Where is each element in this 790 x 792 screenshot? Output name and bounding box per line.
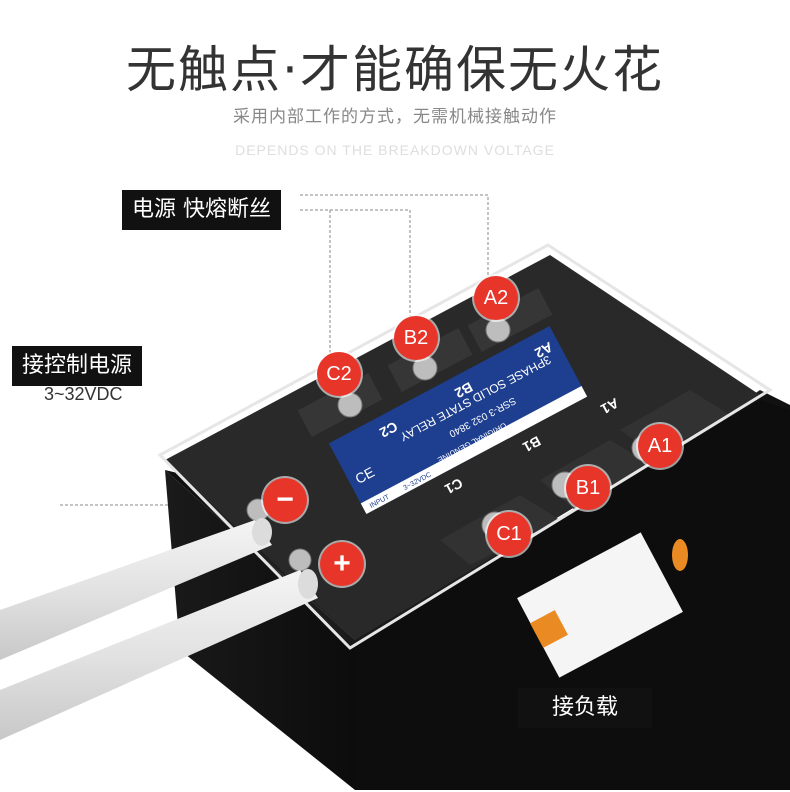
terminal-label-a1: A1 [598, 395, 622, 418]
marker-b1: B1 [566, 466, 610, 510]
relay-body [157, 243, 790, 790]
control-cables [0, 518, 318, 740]
page-subtitle-english: DEPENDS ON THE BREAKDOWN VOLTAGE [235, 142, 555, 158]
terminal-label-c1: C1 [442, 475, 466, 498]
terminal-label-a2: A2 [532, 339, 556, 362]
marker-c2: C2 [317, 352, 361, 396]
marker-a2: A2 [474, 276, 518, 320]
marker-minus: − [263, 478, 307, 522]
marker-c1: C1 [487, 512, 531, 556]
callout-control-voltage: 3~32VDC [44, 384, 123, 404]
callout-fuse: 电源 快熔断丝 [122, 190, 281, 230]
terminal-label-b2: B2 [452, 379, 476, 402]
page-title: 无触点·才能确保无火花 [126, 41, 664, 99]
page-subtitle: 采用内部工作的方式，无需机械接触动作 [233, 107, 557, 127]
callout-load: 接负载 [518, 688, 653, 728]
marker-plus: + [320, 542, 364, 586]
marker-b2: B2 [394, 316, 438, 360]
marker-a1: A1 [638, 424, 682, 468]
product-label: 3PHASE SOLID STATE RELAY SSR-3 032 3840 … [328, 325, 588, 515]
terminal-label-c2: C2 [377, 419, 401, 442]
callout-control-power: 接控制电源 [12, 346, 143, 386]
terminal-label-b1: B1 [520, 433, 544, 456]
